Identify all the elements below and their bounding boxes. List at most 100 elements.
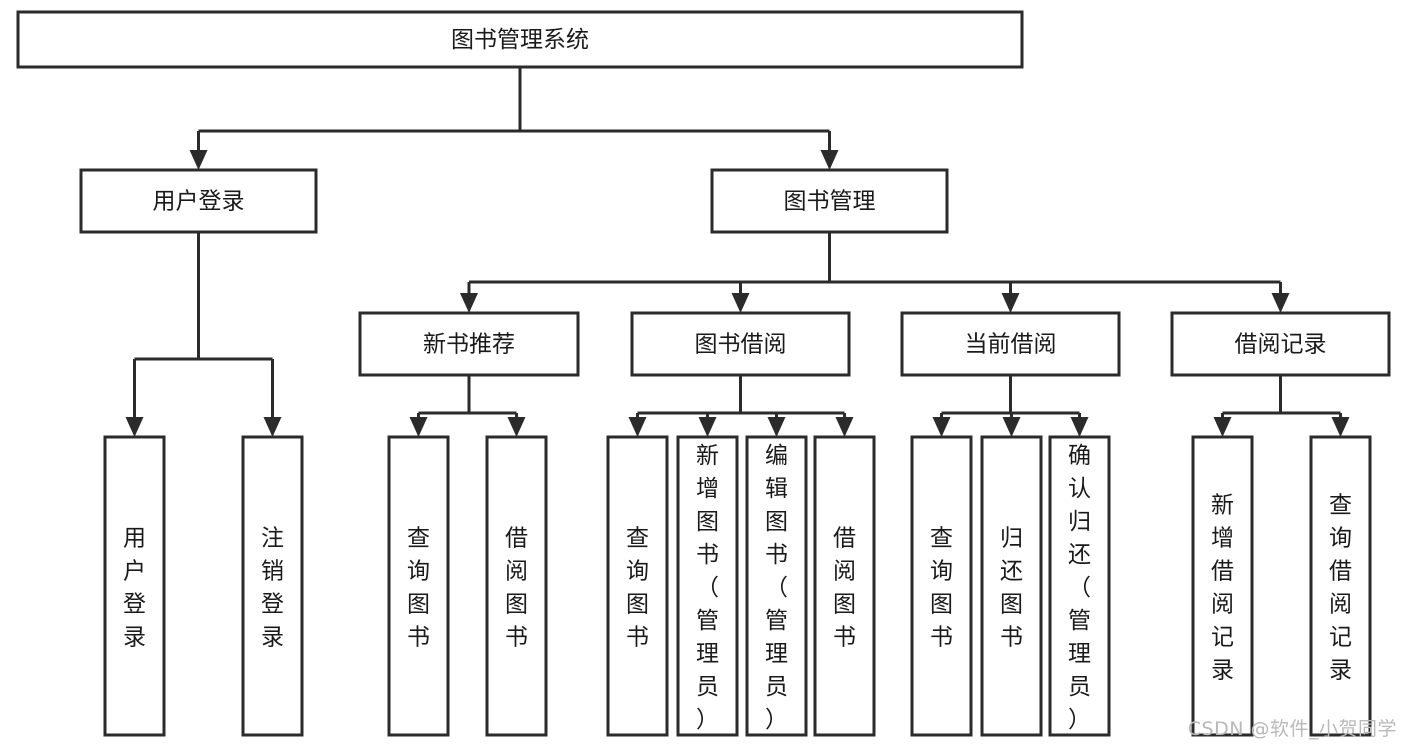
submodule-node-borrow-record[interactable]: 借阅记录 — [1170, 311, 1391, 377]
arrowhead — [1070, 417, 1089, 437]
leaf-label-char: 理 — [696, 641, 719, 667]
leaf-node-leaf-record-add[interactable]: 新增借阅记录 — [1191, 435, 1254, 737]
leaf-label: 注销登录 — [261, 526, 284, 651]
leaf-label: 新增借阅记录 — [1211, 493, 1234, 684]
leaf-node-leaf-current-confirm[interactable]: 确认归还（管理员） — [1048, 435, 1111, 737]
leaf-node-leaf-rec-borrow[interactable]: 借阅图书 — [485, 435, 548, 737]
leaf-label-char: 询 — [626, 559, 649, 585]
leaf-label-char: 销 — [261, 559, 284, 585]
leaf-label-char: 询 — [1329, 526, 1352, 552]
submodule-node-new-book-rec[interactable]: 新书推荐 — [358, 311, 580, 377]
arrowhead — [835, 417, 854, 437]
leaf-label-char: 管 — [696, 608, 719, 634]
leaf-label-char: 新 — [696, 443, 719, 469]
leaf-box — [910, 435, 973, 737]
leaf-label-char: 借 — [505, 526, 528, 552]
arrowhead — [698, 417, 717, 437]
leaf-label-char: 还 — [1068, 542, 1091, 568]
leaf-label-char: 录 — [123, 625, 146, 651]
leaf-label-char: 登 — [123, 592, 146, 618]
arrowhead — [1331, 417, 1350, 437]
submodule-node-current-borrow[interactable]: 当前借阅 — [900, 311, 1121, 377]
leaf-label: 新增图书（管理员） — [696, 443, 719, 733]
leaf-label-char: 书 — [833, 625, 856, 651]
leaf-box — [241, 435, 304, 737]
leaf-label-char: 管 — [1068, 608, 1091, 634]
leaf-label-char: ） — [1068, 707, 1091, 733]
leaf-label-char: 图 — [626, 592, 649, 618]
leaf-label-char: 户 — [123, 559, 146, 585]
arrowhead — [189, 150, 208, 170]
leaf-label-char: 图 — [407, 592, 430, 618]
arrowhead — [767, 417, 786, 437]
leaf-node-leaf-user-logout[interactable]: 注销登录 — [241, 435, 304, 737]
submodule-node-book-borrow[interactable]: 图书借阅 — [630, 311, 851, 377]
leaf-label-char: 查 — [930, 526, 953, 552]
module-node-book-manage[interactable]: 图书管理 — [710, 168, 949, 234]
leaf-label-char: 记 — [1329, 625, 1352, 651]
leaf-box — [1309, 435, 1372, 737]
leaf-node-leaf-current-query[interactable]: 查询图书 — [910, 435, 973, 737]
leaf-label-char: 图 — [765, 509, 788, 535]
leaf-label-char: 查 — [407, 526, 430, 552]
leaf-label-char: 录 — [261, 625, 284, 651]
node-label: 图书管理系统 — [451, 27, 589, 53]
leaf-label-char: 录 — [1211, 658, 1234, 684]
leaf-label: 查询图书 — [930, 526, 953, 651]
root-node-root[interactable]: 图书管理系统 — [16, 10, 1024, 69]
leaf-label-char: 员 — [696, 674, 719, 700]
arrowhead — [263, 417, 282, 437]
leaf-label-char: ） — [696, 707, 719, 733]
leaf-box — [387, 435, 450, 737]
leaf-node-leaf-rec-query[interactable]: 查询图书 — [387, 435, 450, 737]
node-box — [900, 311, 1121, 377]
node-box — [630, 311, 851, 377]
leaf-node-leaf-record-query[interactable]: 查询借阅记录 — [1309, 435, 1372, 737]
node-box — [1170, 311, 1391, 377]
leaf-label-char: 阅 — [1329, 592, 1352, 618]
leaf-node-leaf-borrow-add[interactable]: 新增图书（管理员） — [676, 435, 739, 737]
arrowhead — [932, 417, 951, 437]
leaf-label: 用户登录 — [123, 526, 146, 651]
node-box — [358, 311, 580, 377]
leaf-label: 确认归还（管理员） — [1068, 443, 1091, 733]
leaf-label-char: 登 — [261, 592, 284, 618]
leaf-label-char: （ — [1068, 575, 1091, 601]
leaf-label: 借阅图书 — [833, 526, 856, 651]
arrowhead — [820, 150, 839, 170]
arrowhead — [507, 417, 526, 437]
leaf-label-char: 管 — [765, 608, 788, 634]
leaf-label-char: 编 — [765, 443, 788, 469]
leaf-node-leaf-borrow-edit[interactable]: 编辑图书（管理员） — [745, 435, 808, 737]
leaf-node-leaf-user-login[interactable]: 用户登录 — [103, 435, 166, 737]
leaf-label: 查询图书 — [626, 526, 649, 651]
leaf-label-char: 图 — [1000, 592, 1023, 618]
leaf-label-char: 新 — [1211, 493, 1234, 519]
leaf-label-char: 增 — [696, 476, 719, 502]
leaf-label-char: 确 — [1068, 443, 1091, 469]
leaf-box — [1191, 435, 1254, 737]
leaf-label-char: 书 — [626, 625, 649, 651]
node-label: 图书借阅 — [695, 332, 787, 358]
arrowhead — [125, 417, 144, 437]
leaf-label-char: 询 — [407, 559, 430, 585]
node-label: 借阅记录 — [1235, 332, 1327, 358]
arrowhead — [460, 293, 478, 313]
leaf-label-char: 归 — [1068, 509, 1091, 535]
leaf-node-leaf-borrow-query[interactable]: 查询图书 — [606, 435, 669, 737]
leaf-label-char: 询 — [930, 559, 953, 585]
csdn-watermark: CSDN @软件_小贺同学 — [1187, 718, 1397, 740]
leaf-label-char: 认 — [1068, 476, 1091, 502]
leaf-node-leaf-borrow-do[interactable]: 借阅图书 — [813, 435, 876, 737]
leaf-label-char: 阅 — [833, 559, 856, 585]
node-layer: 图书管理系统用户登录图书管理新书推荐图书借阅当前借阅借阅记录用户登录注销登录查询… — [16, 10, 1391, 737]
leaf-label: 编辑图书（管理员） — [765, 443, 788, 733]
leaf-node-leaf-current-return[interactable]: 归还图书 — [980, 435, 1043, 737]
module-node-user-login[interactable]: 用户登录 — [79, 168, 318, 234]
leaf-label-char: 阅 — [505, 559, 528, 585]
leaf-box — [1048, 435, 1111, 737]
leaf-label-char: 增 — [1211, 526, 1234, 552]
leaf-label-char: 阅 — [1211, 592, 1234, 618]
